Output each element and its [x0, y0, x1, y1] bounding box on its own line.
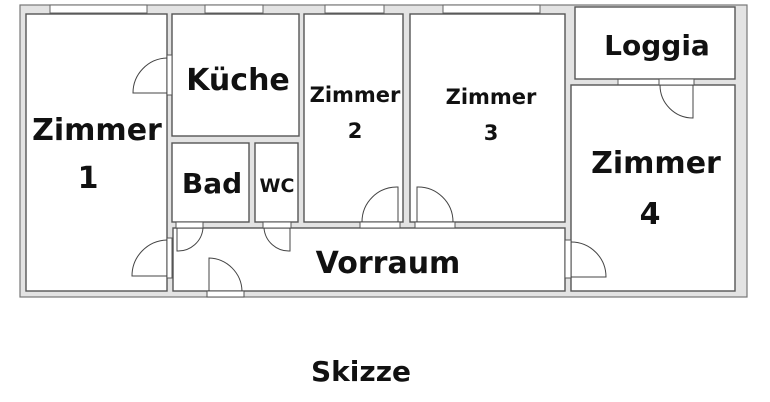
- label-zimmer-2-number: 2: [348, 119, 363, 143]
- room-zimmer-3: [409, 13, 566, 223]
- label-zimmer-1-number: 1: [78, 161, 99, 196]
- window: [49, 4, 148, 14]
- label-kueche: Küche: [186, 63, 290, 98]
- room-zimmer-2: [303, 13, 404, 223]
- doors: [131, 54, 695, 298]
- window: [204, 4, 264, 14]
- label-zimmer-3-number: 3: [484, 121, 499, 145]
- caption: Skizze: [311, 355, 411, 388]
- room-zimmer-4: [570, 84, 736, 292]
- label-zimmer-4-name: Zimmer: [591, 146, 721, 181]
- room-zimmer-1: [25, 13, 168, 292]
- label-loggia: Loggia: [604, 29, 710, 62]
- room-bad: [171, 142, 250, 223]
- window: [442, 4, 541, 14]
- label-zimmer-1-name: Zimmer: [32, 113, 162, 148]
- label-wc: WC: [260, 175, 295, 197]
- window: [324, 4, 385, 14]
- label-zimmer-3-name: Zimmer: [446, 85, 537, 109]
- label-zimmer-2-name: Zimmer: [310, 83, 401, 107]
- label-zimmer-4-number: 4: [640, 197, 661, 232]
- label-bad: Bad: [182, 167, 242, 200]
- label-vorraum: Vorraum: [316, 246, 461, 281]
- room-kueche: [171, 13, 300, 137]
- room-loggia: [574, 6, 736, 80]
- room-wc: [254, 142, 299, 223]
